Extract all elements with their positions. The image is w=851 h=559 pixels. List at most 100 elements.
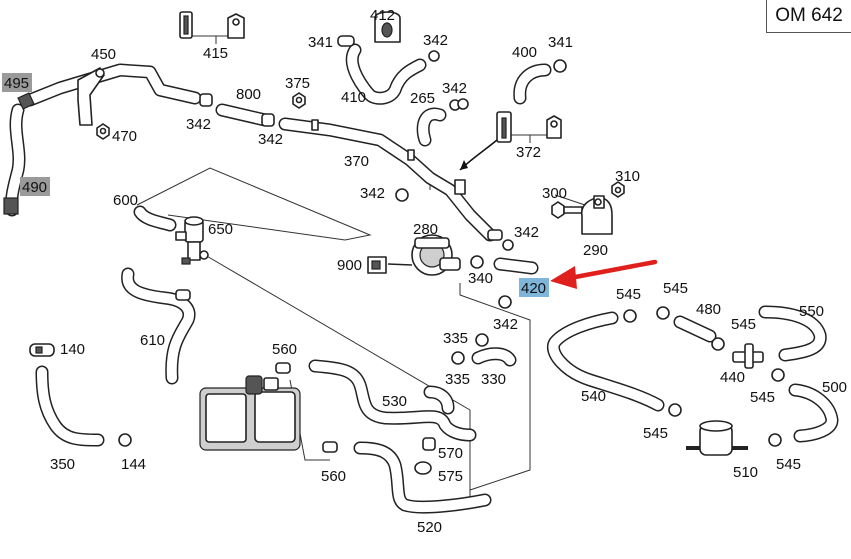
label-310: 310 xyxy=(615,168,640,185)
label-900: 900 xyxy=(337,257,362,274)
label-470: 470 xyxy=(112,128,137,145)
part-412-grommet xyxy=(374,11,401,43)
label-342: 342 xyxy=(423,32,448,49)
label-610: 610 xyxy=(140,332,165,349)
part-600-hose xyxy=(133,205,177,232)
label-370: 370 xyxy=(344,153,369,170)
label-480: 480 xyxy=(696,301,721,318)
part-335-clamps xyxy=(451,333,489,365)
label-510: 510 xyxy=(733,464,758,481)
label-540: 540 xyxy=(581,388,606,405)
label-144: 144 xyxy=(121,456,146,473)
part-550-hose xyxy=(758,305,827,362)
label-372: 372 xyxy=(516,144,541,161)
part-450-pipe-bracket xyxy=(23,63,202,126)
label-450: 450 xyxy=(91,46,116,63)
part-290-mount xyxy=(580,195,613,235)
label-520: 520 xyxy=(417,519,442,536)
label-550: 550 xyxy=(799,303,824,320)
label-340: 340 xyxy=(468,270,493,287)
part-800-hose xyxy=(199,93,275,127)
label-545: 545 xyxy=(643,425,668,442)
label-265: 265 xyxy=(410,90,435,107)
curve-arrow-372 xyxy=(459,139,498,171)
label-342: 342 xyxy=(360,185,385,202)
label-412: 412 xyxy=(370,7,395,24)
label-545: 545 xyxy=(750,389,775,406)
part-372-clip xyxy=(496,111,562,143)
part-530-hose xyxy=(308,359,477,442)
label-545: 545 xyxy=(663,280,688,297)
part-heater-unit xyxy=(199,375,301,451)
label-140: 140 xyxy=(60,341,85,358)
part-280-pump xyxy=(387,234,461,276)
part-330-hose xyxy=(471,347,517,367)
part-610-hose xyxy=(121,267,196,385)
part-470-nut xyxy=(96,123,110,140)
label-560: 560 xyxy=(321,468,346,485)
part-350-hose xyxy=(35,365,105,447)
label-545: 545 xyxy=(776,456,801,473)
part-560-clamps xyxy=(275,362,338,453)
part-520-hose xyxy=(353,441,492,514)
part-370-pipe xyxy=(278,117,503,242)
label-410: 410 xyxy=(341,89,366,106)
label-560: 560 xyxy=(272,341,297,358)
label-300: 300 xyxy=(542,185,567,202)
label-280: 280 xyxy=(413,221,438,238)
part-415-bracket xyxy=(179,11,245,39)
engine-code-label: OM 642 xyxy=(766,0,851,33)
label-420: 420 xyxy=(521,280,546,297)
part-900-connector xyxy=(367,256,387,274)
label-600: 600 xyxy=(113,192,138,209)
part-144-clamp xyxy=(118,433,132,447)
part-400-elbow xyxy=(513,59,567,105)
label-500: 500 xyxy=(822,379,847,396)
label-545: 545 xyxy=(731,316,756,333)
label-342: 342 xyxy=(493,316,518,333)
part-480-hose xyxy=(673,315,717,343)
part-545-clamps xyxy=(623,306,785,447)
label-440: 440 xyxy=(720,369,745,386)
label-570: 570 xyxy=(438,445,463,462)
clamps-342 xyxy=(395,98,514,309)
label-342: 342 xyxy=(186,116,211,133)
part-310-nut xyxy=(611,181,625,198)
part-420-hose xyxy=(470,255,539,275)
label-341: 341 xyxy=(308,34,333,51)
highlight-420 xyxy=(519,278,549,297)
part-375-nut xyxy=(292,92,306,109)
label-342: 342 xyxy=(442,80,467,97)
label-335: 335 xyxy=(443,330,468,347)
part-140-clamp xyxy=(29,343,55,357)
label-290: 290 xyxy=(583,242,608,259)
label-330: 330 xyxy=(481,371,506,388)
part-540-hose xyxy=(547,311,665,412)
part-510-filter xyxy=(686,420,748,456)
label-341: 341 xyxy=(548,34,573,51)
part-495-490-hose xyxy=(3,92,35,217)
label-375: 375 xyxy=(285,75,310,92)
highlight-495 xyxy=(2,73,32,92)
part-650-valve xyxy=(175,216,209,265)
label-342: 342 xyxy=(514,224,539,241)
label-545: 545 xyxy=(616,286,641,303)
part-410-hose xyxy=(337,35,440,105)
label-342: 342 xyxy=(258,131,283,148)
label-490: 490 xyxy=(22,179,47,196)
label-495: 495 xyxy=(4,75,29,92)
label-650: 650 xyxy=(208,221,233,238)
label-350: 350 xyxy=(50,456,75,473)
part-300-bolt xyxy=(551,201,583,219)
label-400: 400 xyxy=(512,44,537,61)
label-800: 800 xyxy=(236,86,261,103)
label-530: 530 xyxy=(382,393,407,410)
label-575: 575 xyxy=(438,468,463,485)
part-570-575-clamps xyxy=(414,437,436,475)
label-335: 335 xyxy=(445,371,470,388)
label-415: 415 xyxy=(203,45,228,62)
part-500-hose xyxy=(788,383,839,443)
part-440-tee xyxy=(732,343,764,369)
highlight-490 xyxy=(20,177,50,196)
